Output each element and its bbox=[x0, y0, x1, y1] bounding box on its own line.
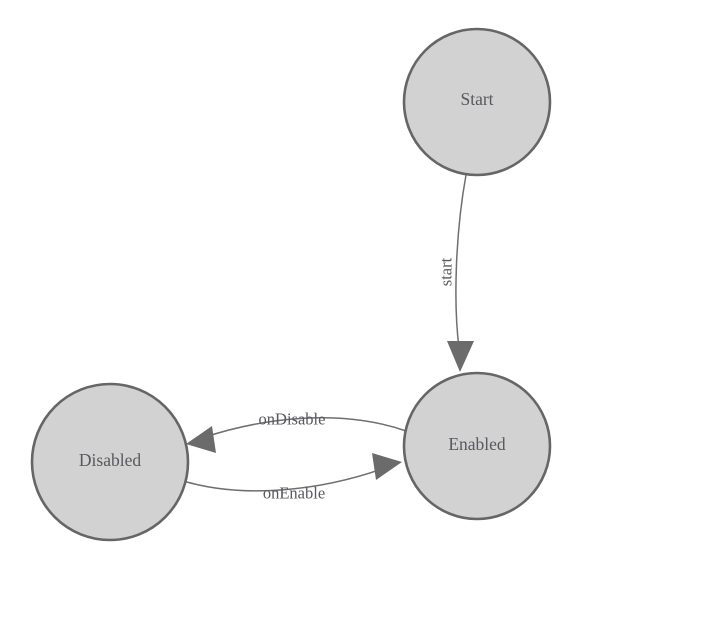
node-disabled[interactable]: Disabled bbox=[30, 382, 190, 542]
edge-disabled-to-enabled[interactable] bbox=[179, 453, 402, 492]
edge-label-ondisable: onDisable bbox=[259, 410, 326, 429]
edge-enabled-to-disabled-line bbox=[201, 417, 407, 439]
node-start[interactable]: Start bbox=[402, 27, 552, 177]
node-enabled-label: Enabled bbox=[448, 434, 506, 454]
arrowhead-into-enabled-left bbox=[372, 453, 402, 480]
edge-start-to-enabled-line bbox=[455, 174, 467, 349]
edge-label-onenable: onEnable bbox=[263, 484, 325, 503]
node-disabled-label: Disabled bbox=[79, 450, 141, 470]
arrowhead-into-disabled bbox=[186, 426, 216, 453]
edge-start-to-enabled[interactable] bbox=[447, 174, 474, 372]
node-start-label: Start bbox=[460, 89, 493, 109]
node-enabled[interactable]: Enabled bbox=[402, 371, 552, 521]
node-start-circle bbox=[402, 27, 552, 177]
edge-enabled-to-disabled[interactable] bbox=[186, 417, 407, 453]
node-disabled-circle bbox=[30, 382, 190, 542]
node-enabled-circle bbox=[402, 371, 552, 521]
edge-disabled-to-enabled-line bbox=[179, 468, 383, 492]
edge-label-start: start bbox=[437, 257, 456, 286]
arrowhead-into-enabled-top bbox=[447, 341, 474, 372]
